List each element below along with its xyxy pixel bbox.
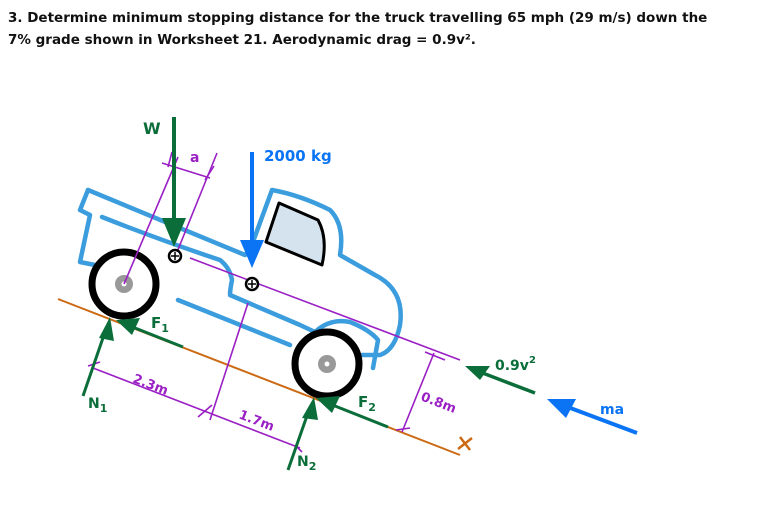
weight-arrow bbox=[162, 117, 186, 247]
dim-height-label: 0.8m bbox=[419, 390, 459, 417]
problem-statement: 3. Determine minimum stopping distance f… bbox=[8, 7, 758, 51]
cg-marker-front bbox=[167, 248, 183, 264]
window bbox=[264, 201, 326, 267]
f2-label: F2 bbox=[358, 393, 376, 414]
f2-arrow bbox=[316, 396, 389, 429]
cg-marker-rear bbox=[244, 276, 260, 292]
n2-arrow bbox=[286, 397, 318, 471]
inertia-arrow bbox=[547, 399, 638, 435]
dim-rear-label: 2.3m bbox=[131, 372, 171, 399]
n2-label: N2 bbox=[297, 454, 316, 473]
f1-label: F1 bbox=[151, 314, 169, 335]
mass-arrow bbox=[240, 152, 264, 268]
problem-line-1: 3. Determine minimum stopping distance f… bbox=[8, 10, 708, 26]
drag-label: 0.9v2 bbox=[495, 355, 536, 374]
front-wheel bbox=[291, 328, 363, 400]
mass-label: 2000 kg bbox=[264, 147, 332, 165]
x-axis-marker bbox=[457, 436, 473, 451]
weight-label: W bbox=[143, 119, 161, 138]
n1-arrow bbox=[81, 317, 114, 397]
problem-line-2: 7% grade shown in Worksheet 21. Aerodyna… bbox=[8, 32, 476, 48]
offset-label: a bbox=[190, 150, 199, 166]
dimension-lines bbox=[87, 151, 461, 453]
f1-arrow bbox=[116, 318, 184, 349]
drag-arrow bbox=[465, 366, 536, 395]
inertia-label: ma bbox=[600, 402, 624, 418]
n1-label: N1 bbox=[88, 396, 107, 415]
